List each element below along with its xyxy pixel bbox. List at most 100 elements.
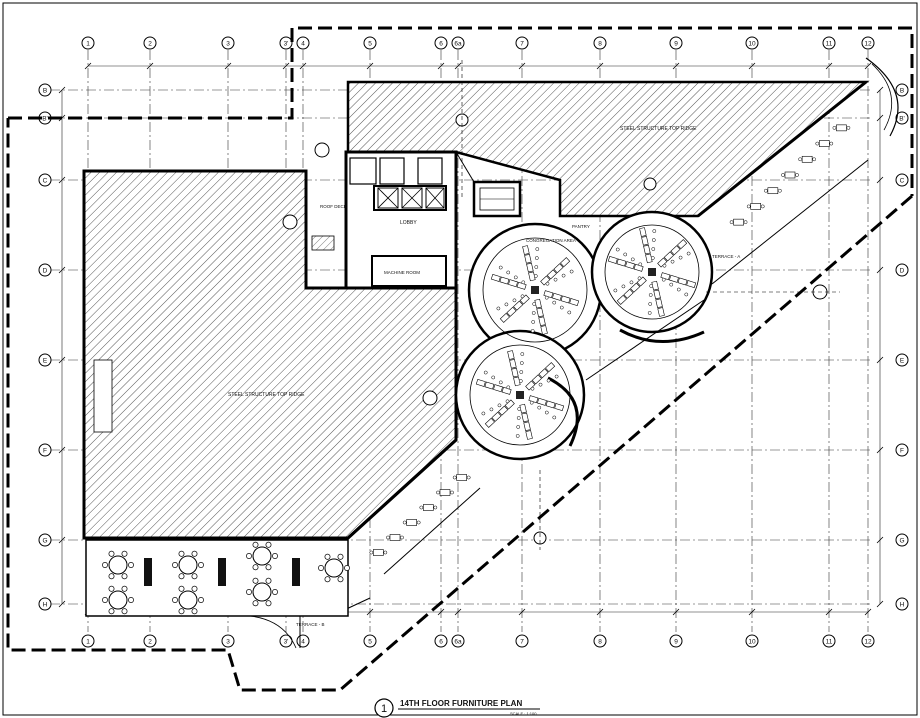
service-counter <box>218 558 226 586</box>
chair <box>530 386 535 391</box>
desk <box>523 421 531 432</box>
desk <box>616 294 627 305</box>
chair <box>121 573 128 580</box>
chair <box>512 298 517 303</box>
chair <box>252 600 259 607</box>
terrace-table <box>373 549 384 556</box>
chair <box>760 204 765 209</box>
desk <box>669 274 679 283</box>
row-bubble <box>38 443 52 457</box>
chair <box>198 562 204 568</box>
column-bubble <box>363 634 377 648</box>
column-bubble <box>515 36 529 50</box>
desk <box>508 279 518 288</box>
title-number-circle <box>374 698 394 718</box>
chair <box>661 277 666 282</box>
chair <box>651 247 656 251</box>
terrace-furniture <box>369 124 851 556</box>
round-table <box>324 558 344 578</box>
column-bubble <box>861 36 875 50</box>
chair <box>517 407 522 411</box>
row-bubble <box>38 173 52 187</box>
chair <box>121 585 128 592</box>
chair <box>246 589 252 595</box>
desk <box>499 312 510 323</box>
chair <box>535 247 540 251</box>
column-bubble <box>593 36 607 50</box>
chair <box>829 141 834 146</box>
row-bubble-label: E <box>900 358 905 365</box>
column-bubble-label: 2 <box>148 639 152 646</box>
chair <box>629 280 634 285</box>
row-bubble-label: F <box>900 448 904 455</box>
chair <box>496 306 501 311</box>
desk <box>506 306 517 317</box>
chair <box>198 597 204 603</box>
row-bubble <box>38 597 52 611</box>
bottom-left-meeting-area <box>85 539 349 649</box>
chair <box>743 220 748 224</box>
row-bubble <box>38 263 52 277</box>
chair <box>531 311 536 315</box>
chair <box>489 407 494 412</box>
column-bubble-label: 7 <box>520 41 524 48</box>
chair <box>324 553 331 560</box>
column-bubble <box>822 36 836 50</box>
corner-balcony <box>865 57 899 137</box>
chair <box>419 505 424 510</box>
row-bubble-label: B <box>900 88 904 95</box>
column-bubble-label: 9 <box>674 41 678 48</box>
column-bubble-label: 6 <box>439 639 443 646</box>
chair <box>344 565 350 571</box>
chair <box>191 608 198 615</box>
row-bubble <box>895 533 909 547</box>
chair <box>623 252 628 257</box>
chair <box>416 520 421 525</box>
drawing-title-block: 1 14TH FLOOR FURNITURE PLAN SCALE : 1:10… <box>374 698 540 718</box>
chair <box>538 382 543 387</box>
chair <box>178 550 185 557</box>
desk <box>560 257 571 268</box>
chair <box>265 564 272 571</box>
chair <box>795 173 799 177</box>
chair <box>252 541 259 548</box>
chair <box>324 576 331 583</box>
row-bubble-label: C <box>900 178 905 185</box>
chair <box>812 157 816 162</box>
column-bubble-label: 8 <box>598 41 602 48</box>
left-slab-panel <box>93 359 113 433</box>
chair <box>505 399 510 404</box>
label-lobby: LOBBY <box>400 220 417 226</box>
terrace-table <box>750 203 762 210</box>
desk <box>545 362 556 373</box>
desk <box>607 255 618 264</box>
row-bubble <box>895 353 909 367</box>
column-bubble-label: 3 <box>226 41 230 48</box>
desk <box>522 245 530 255</box>
round-table <box>252 582 272 602</box>
chair <box>553 277 558 282</box>
label-steel-structure-left: STEEL STRUCTURE TOP RIDGE <box>228 392 305 398</box>
column-bubble-label: 3' <box>284 639 289 646</box>
chair <box>498 265 503 270</box>
round-table-sets <box>102 541 350 615</box>
row-bubble-label: D <box>43 268 48 275</box>
chair <box>506 270 511 275</box>
chair <box>108 585 115 592</box>
desk <box>630 282 641 293</box>
chair <box>552 415 557 420</box>
desk <box>677 239 688 250</box>
chair <box>172 597 178 603</box>
label-pantry: PANTRY <box>572 224 590 229</box>
chair <box>846 126 851 130</box>
chair <box>567 310 572 315</box>
terrace-table <box>439 489 451 496</box>
chair <box>764 188 768 193</box>
pod-furniture <box>475 227 697 440</box>
drawing-title: 14TH FLOOR FURNITURE PLAN <box>400 699 522 708</box>
chair <box>615 247 620 252</box>
desk <box>531 374 542 385</box>
chair <box>191 585 198 592</box>
row-bubble-label: G <box>42 538 47 545</box>
